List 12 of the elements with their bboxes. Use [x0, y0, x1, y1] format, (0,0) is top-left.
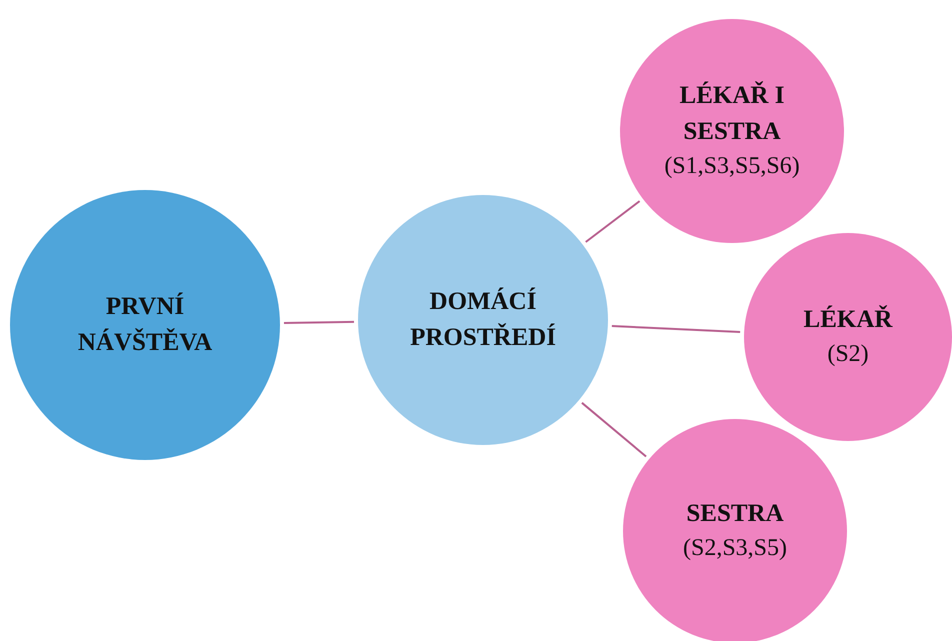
- connector-line: [612, 325, 740, 333]
- connector-line: [585, 200, 640, 243]
- node-subtitle: (S2,S3,S5): [682, 534, 788, 564]
- node-title: DOMÁCÍ PROSTŘEDÍ: [409, 286, 557, 353]
- node-title: PRVNÍ NÁVŠTĚVA: [76, 292, 214, 358]
- node-subtitle: (S2): [827, 340, 869, 370]
- connector-line: [284, 320, 354, 324]
- node-title: LÉKAŘ: [804, 304, 892, 336]
- node-subtitle: (S1,S3,S5,S6): [664, 152, 800, 182]
- connector-line: [581, 402, 647, 458]
- node-title: SESTRA: [686, 499, 784, 530]
- node-title: LÉKAŘ I SESTRA: [678, 80, 786, 148]
